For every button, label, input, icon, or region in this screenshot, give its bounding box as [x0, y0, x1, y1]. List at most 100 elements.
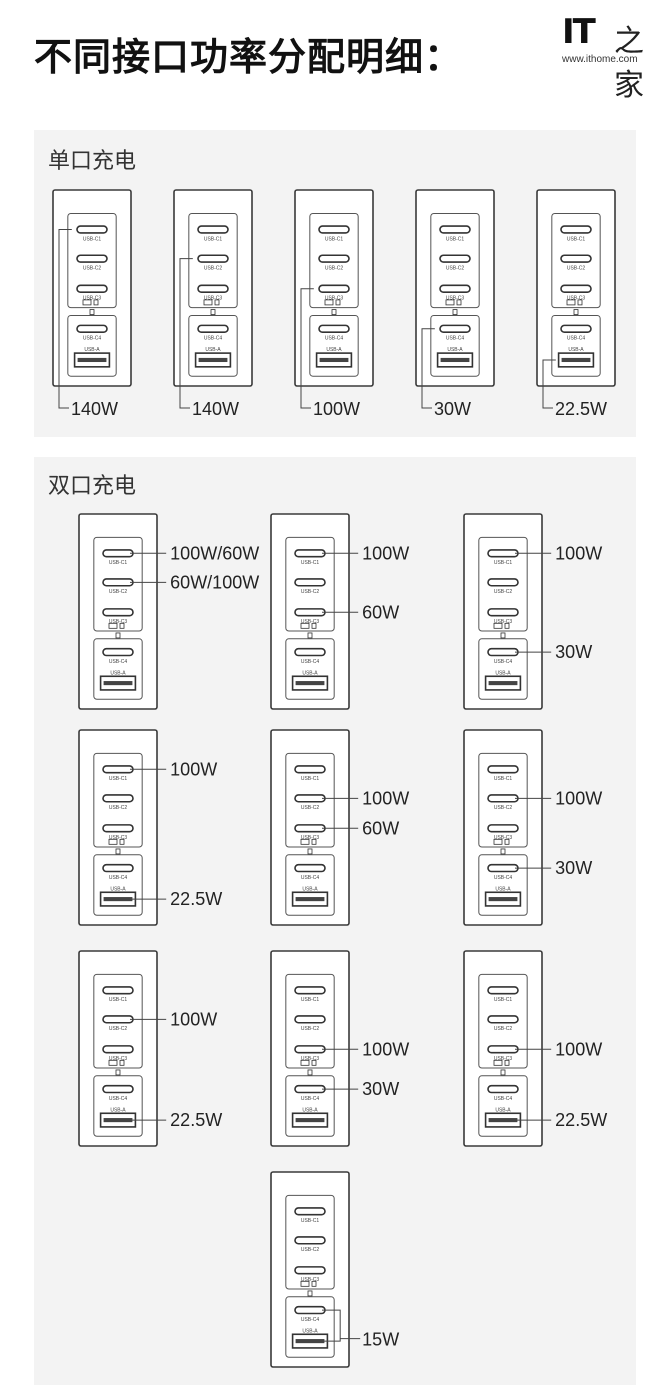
port-frame-upper	[430, 213, 480, 309]
port-label: USB-C4	[109, 1096, 128, 1102]
indicator-icon	[119, 838, 125, 845]
port-label: USB-A	[302, 886, 318, 892]
port-label: USB-C4	[567, 336, 586, 342]
indicator-icon	[493, 1059, 503, 1066]
logo-hand: 之家	[614, 24, 644, 103]
port-label: USB-C4	[446, 336, 465, 342]
power-label: 100W	[555, 1039, 602, 1059]
power-label: 60W	[362, 818, 399, 838]
port-label: USB-C3	[494, 1056, 513, 1062]
port-label: USB-C2	[494, 805, 513, 811]
usb-c-port	[197, 284, 229, 294]
usb-c-port	[487, 824, 519, 833]
usb-c-port	[439, 254, 471, 263]
power-label: 100W	[555, 788, 602, 808]
port-frame-upper	[478, 536, 528, 632]
usb-c-port	[487, 863, 519, 873]
port-label: USB-C1	[494, 560, 513, 566]
port-label: USB-A	[302, 1107, 318, 1113]
usb-c-port	[294, 1207, 326, 1216]
usb-a-tongue	[488, 897, 518, 902]
usb-a-tongue	[103, 897, 133, 902]
port-frame-lower	[67, 314, 117, 377]
indicator-icon	[115, 632, 121, 639]
port-label: USB-C3	[494, 835, 513, 841]
usb-a-tongue	[295, 681, 325, 686]
power-label: 100W	[313, 399, 360, 419]
usb-c-port	[294, 608, 326, 617]
port-label: USB-C1	[446, 236, 465, 242]
usb-a-tongue	[198, 357, 228, 363]
indicator-icon	[203, 299, 213, 306]
usb-c-port	[487, 578, 519, 587]
usb-c-port	[487, 549, 519, 558]
usb-c-port	[294, 765, 326, 774]
port-label: USB-C4	[494, 875, 513, 881]
usb-c-port	[294, 647, 326, 657]
usb-c-port	[560, 225, 592, 234]
port-frame-lower	[285, 854, 335, 916]
usb-c-port	[76, 284, 108, 294]
usb-c-port	[197, 254, 229, 263]
usb-c-port	[76, 324, 108, 334]
usb-c-port	[102, 863, 134, 873]
indicator-icon	[504, 838, 510, 845]
usb-c-port	[560, 324, 592, 334]
indicator-icon	[82, 299, 92, 306]
indicator-icon	[307, 1069, 313, 1076]
port-label: USB-C3	[567, 296, 586, 302]
indicator-icon	[93, 299, 99, 306]
usb-c-port	[487, 647, 519, 657]
port-label: USB-C3	[325, 296, 344, 302]
usb-c-port	[487, 1015, 519, 1024]
usb-a-tongue	[77, 357, 107, 363]
port-frame-upper	[93, 973, 143, 1069]
indicator-icon	[108, 1059, 118, 1066]
power-label: 100W	[170, 759, 217, 779]
usb-c-port	[294, 578, 326, 587]
usb-c-port	[294, 794, 326, 803]
indicator-icon	[311, 1280, 317, 1287]
dual-port-title: 双口充电	[48, 474, 137, 499]
indicator-icon	[311, 838, 317, 845]
port-label: USB-C4	[494, 1096, 513, 1102]
usb-c-port	[487, 794, 519, 803]
port-label: USB-C1	[567, 236, 586, 242]
usb-c-port	[102, 794, 134, 803]
port-frame-lower	[478, 854, 528, 916]
port-label: USB-C2	[301, 805, 320, 811]
port-label: USB-C4	[204, 336, 223, 342]
logo-mark: IT	[562, 12, 596, 52]
usb-c-port	[318, 284, 350, 294]
port-label: USB-C2	[325, 266, 344, 272]
usb-c-port	[294, 1015, 326, 1024]
port-label: USB-C3	[301, 835, 320, 841]
usb-c-port	[439, 225, 471, 234]
port-label: USB-C4	[301, 659, 320, 665]
page-title: 不同接口功率分配明细：	[34, 35, 464, 79]
leader-line	[300, 288, 314, 409]
port-label: USB-C1	[301, 776, 320, 782]
port-label: USB-C4	[301, 1096, 320, 1102]
port-frame-lower	[285, 638, 335, 700]
indicator-icon	[300, 838, 310, 845]
usb-c-port	[439, 284, 471, 294]
usb-c-port	[487, 986, 519, 995]
indicator-icon	[573, 309, 579, 315]
power-label: 22.5W	[170, 1110, 222, 1130]
power-label: 15W	[362, 1330, 399, 1350]
usb-c-port	[318, 225, 350, 234]
power-label: 140W	[192, 399, 239, 419]
indicator-icon	[566, 299, 576, 306]
port-label: USB-A	[110, 1107, 126, 1113]
port-label: USB-C2	[204, 266, 223, 272]
port-label: USB-C2	[301, 1026, 320, 1032]
indicator-icon	[311, 622, 317, 629]
usb-c-port	[102, 1015, 134, 1024]
usb-c-port	[294, 549, 326, 558]
indicator-icon	[307, 1290, 313, 1297]
